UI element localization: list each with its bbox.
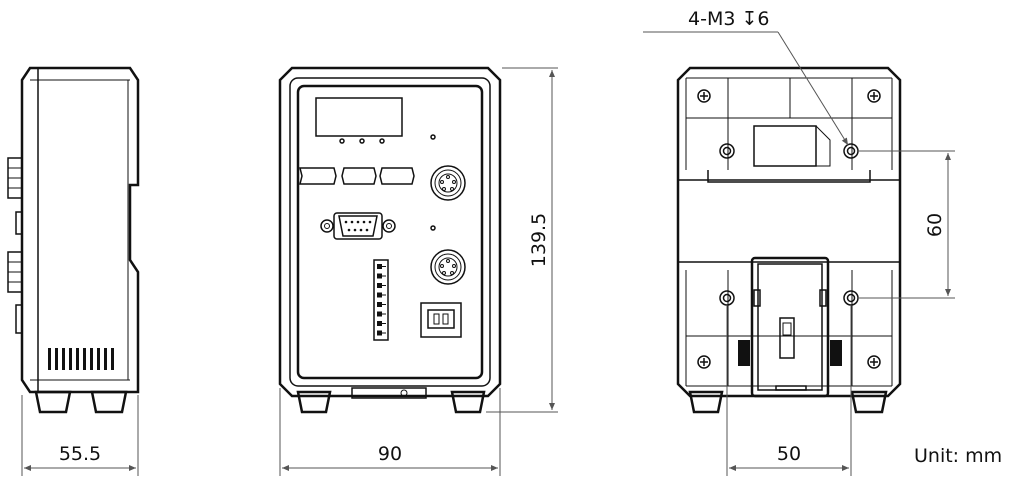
power-connector (420, 302, 462, 338)
vent-slot (62, 348, 65, 370)
side-view: 55.5 (7, 66, 140, 476)
db9-pin (347, 228, 351, 232)
m12-connector-bottom (430, 249, 466, 285)
side-vents (48, 348, 114, 370)
db9-pin (365, 228, 369, 232)
terminal-slot (377, 264, 382, 269)
din-rail-clip (738, 256, 842, 398)
callout-leader-arrow (777, 31, 849, 146)
led-1 (339, 138, 345, 144)
front-foot-left (296, 390, 332, 414)
db9-pin (350, 220, 354, 224)
screw-callout-label: 4-M3 ↧6 (688, 8, 769, 30)
front-foot-right (450, 390, 486, 414)
db9-pin (356, 220, 360, 224)
terminal-slot (377, 311, 382, 317)
vent-slot (111, 348, 114, 370)
terminal-slot (377, 283, 382, 288)
led-4 (430, 134, 436, 140)
back-corner-screws (697, 89, 881, 369)
front-height-label: 139.5 (528, 213, 550, 267)
db9-serial-port (320, 212, 396, 240)
front-view: 139.5 90 (278, 66, 558, 476)
hole-spacing-y-label: 60 (924, 213, 946, 237)
din-clip-edge (351, 387, 427, 399)
vent-slot (90, 348, 93, 370)
terminal-slot (377, 330, 382, 336)
side-terminal-profile (15, 304, 23, 334)
side-foot-left (34, 390, 72, 414)
db9-pin (368, 220, 372, 224)
led-2 (359, 138, 365, 144)
vent-slot (55, 348, 58, 370)
m3-mounting-holes (719, 143, 859, 306)
terminal-slot (377, 273, 382, 279)
hole-spacing-x-label: 50 (777, 443, 801, 465)
vent-slot (69, 348, 72, 370)
vent-slot (83, 348, 86, 370)
db9-pin (353, 228, 357, 232)
vent-slot (48, 348, 51, 370)
back-foot-left (688, 390, 724, 414)
led-5 (430, 225, 436, 231)
side-db9-profile (15, 211, 23, 235)
terminal-block (373, 259, 389, 341)
terminal-slot (377, 302, 382, 307)
db9-pin (359, 228, 363, 232)
side-connector-top (7, 157, 23, 199)
m12-connector-top (430, 165, 466, 201)
db9-pin (362, 220, 366, 224)
back-upper-ribs (685, 78, 893, 183)
vent-slot (76, 348, 79, 370)
led-3 (379, 138, 385, 144)
display-window (315, 97, 403, 137)
back-view: 4-M3 ↧6 60 50 (643, 8, 955, 476)
front-width-label: 90 (378, 443, 402, 465)
db9-pin (344, 220, 348, 224)
back-foot-right (850, 390, 888, 414)
vent-slot (97, 348, 100, 370)
button-left (299, 167, 337, 185)
button-middle (341, 167, 377, 185)
back-lower-ribs (685, 270, 893, 386)
terminal-slot (377, 321, 382, 326)
terminal-slot (377, 292, 382, 298)
vent-slot (104, 348, 107, 370)
side-foot-right (90, 390, 128, 414)
side-connector-bottom (7, 251, 23, 293)
side-width-label: 55.5 (59, 443, 101, 465)
button-right (379, 167, 415, 185)
unit-label: Unit: mm (914, 445, 1002, 467)
